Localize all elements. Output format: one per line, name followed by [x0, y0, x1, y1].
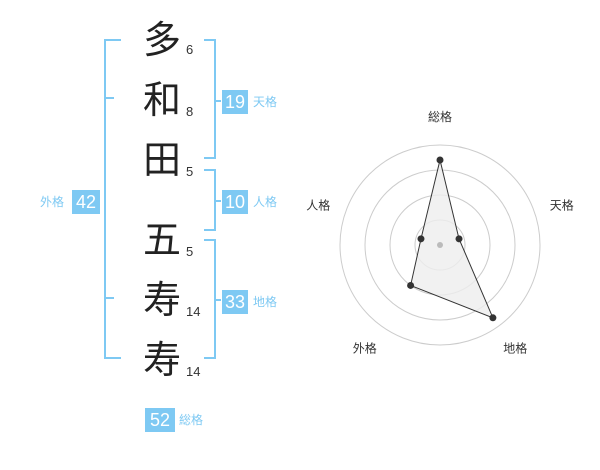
tenkaku-bracket	[204, 39, 216, 159]
stroke-count-3: 5	[186, 164, 194, 179]
gaikaku-label: 外格	[40, 195, 65, 209]
name-char-6: 寿	[142, 338, 181, 382]
stroke-count-5: 14	[186, 304, 201, 319]
stroke-count-6: 14	[186, 364, 201, 379]
stroke-count-1: 6	[186, 42, 194, 57]
tenkaku-label: 天格	[253, 95, 278, 109]
chikaku-label: 地格	[253, 295, 278, 309]
jinkaku-bracket	[204, 169, 216, 231]
soukaku-value-badge: 52	[145, 408, 175, 432]
radar-point-2	[455, 235, 463, 243]
name-char-3: 田	[142, 138, 181, 182]
radar-center-dot	[437, 242, 443, 248]
name-char-2: 和	[142, 78, 181, 122]
radar-grid-ring	[339, 144, 541, 346]
soukaku-label: 総格	[179, 413, 204, 427]
chikaku-bracket	[204, 239, 216, 359]
radar-point-4	[407, 281, 415, 289]
name-char-4: 五	[142, 218, 181, 262]
stroke-count-2: 8	[186, 104, 194, 119]
name-char-1: 多	[142, 18, 181, 62]
radar-axis-label-4: 外格	[353, 341, 377, 356]
gaikaku-value-badge: 42	[72, 190, 100, 214]
radar-axis-label-3: 地格	[503, 341, 527, 356]
radar-point-5	[417, 235, 425, 243]
tenkaku-value-badge: 19	[222, 90, 248, 114]
chikaku-value-badge: 33	[222, 290, 248, 314]
radar-axis-label-1: 総格	[428, 110, 452, 124]
jinkaku-label: 人格	[253, 195, 278, 209]
radar-axis-label-2: 天格	[550, 197, 574, 212]
jinkaku-value-badge: 10	[222, 190, 248, 214]
name-char-5: 寿	[142, 278, 181, 322]
radar-point-1	[436, 156, 444, 164]
gaikaku-bracket	[104, 39, 121, 359]
radar-polygon	[410, 159, 494, 319]
radar-axis-label-5: 人格	[306, 197, 330, 212]
radar-point-3	[489, 314, 497, 322]
stroke-count-4: 5	[186, 244, 194, 259]
